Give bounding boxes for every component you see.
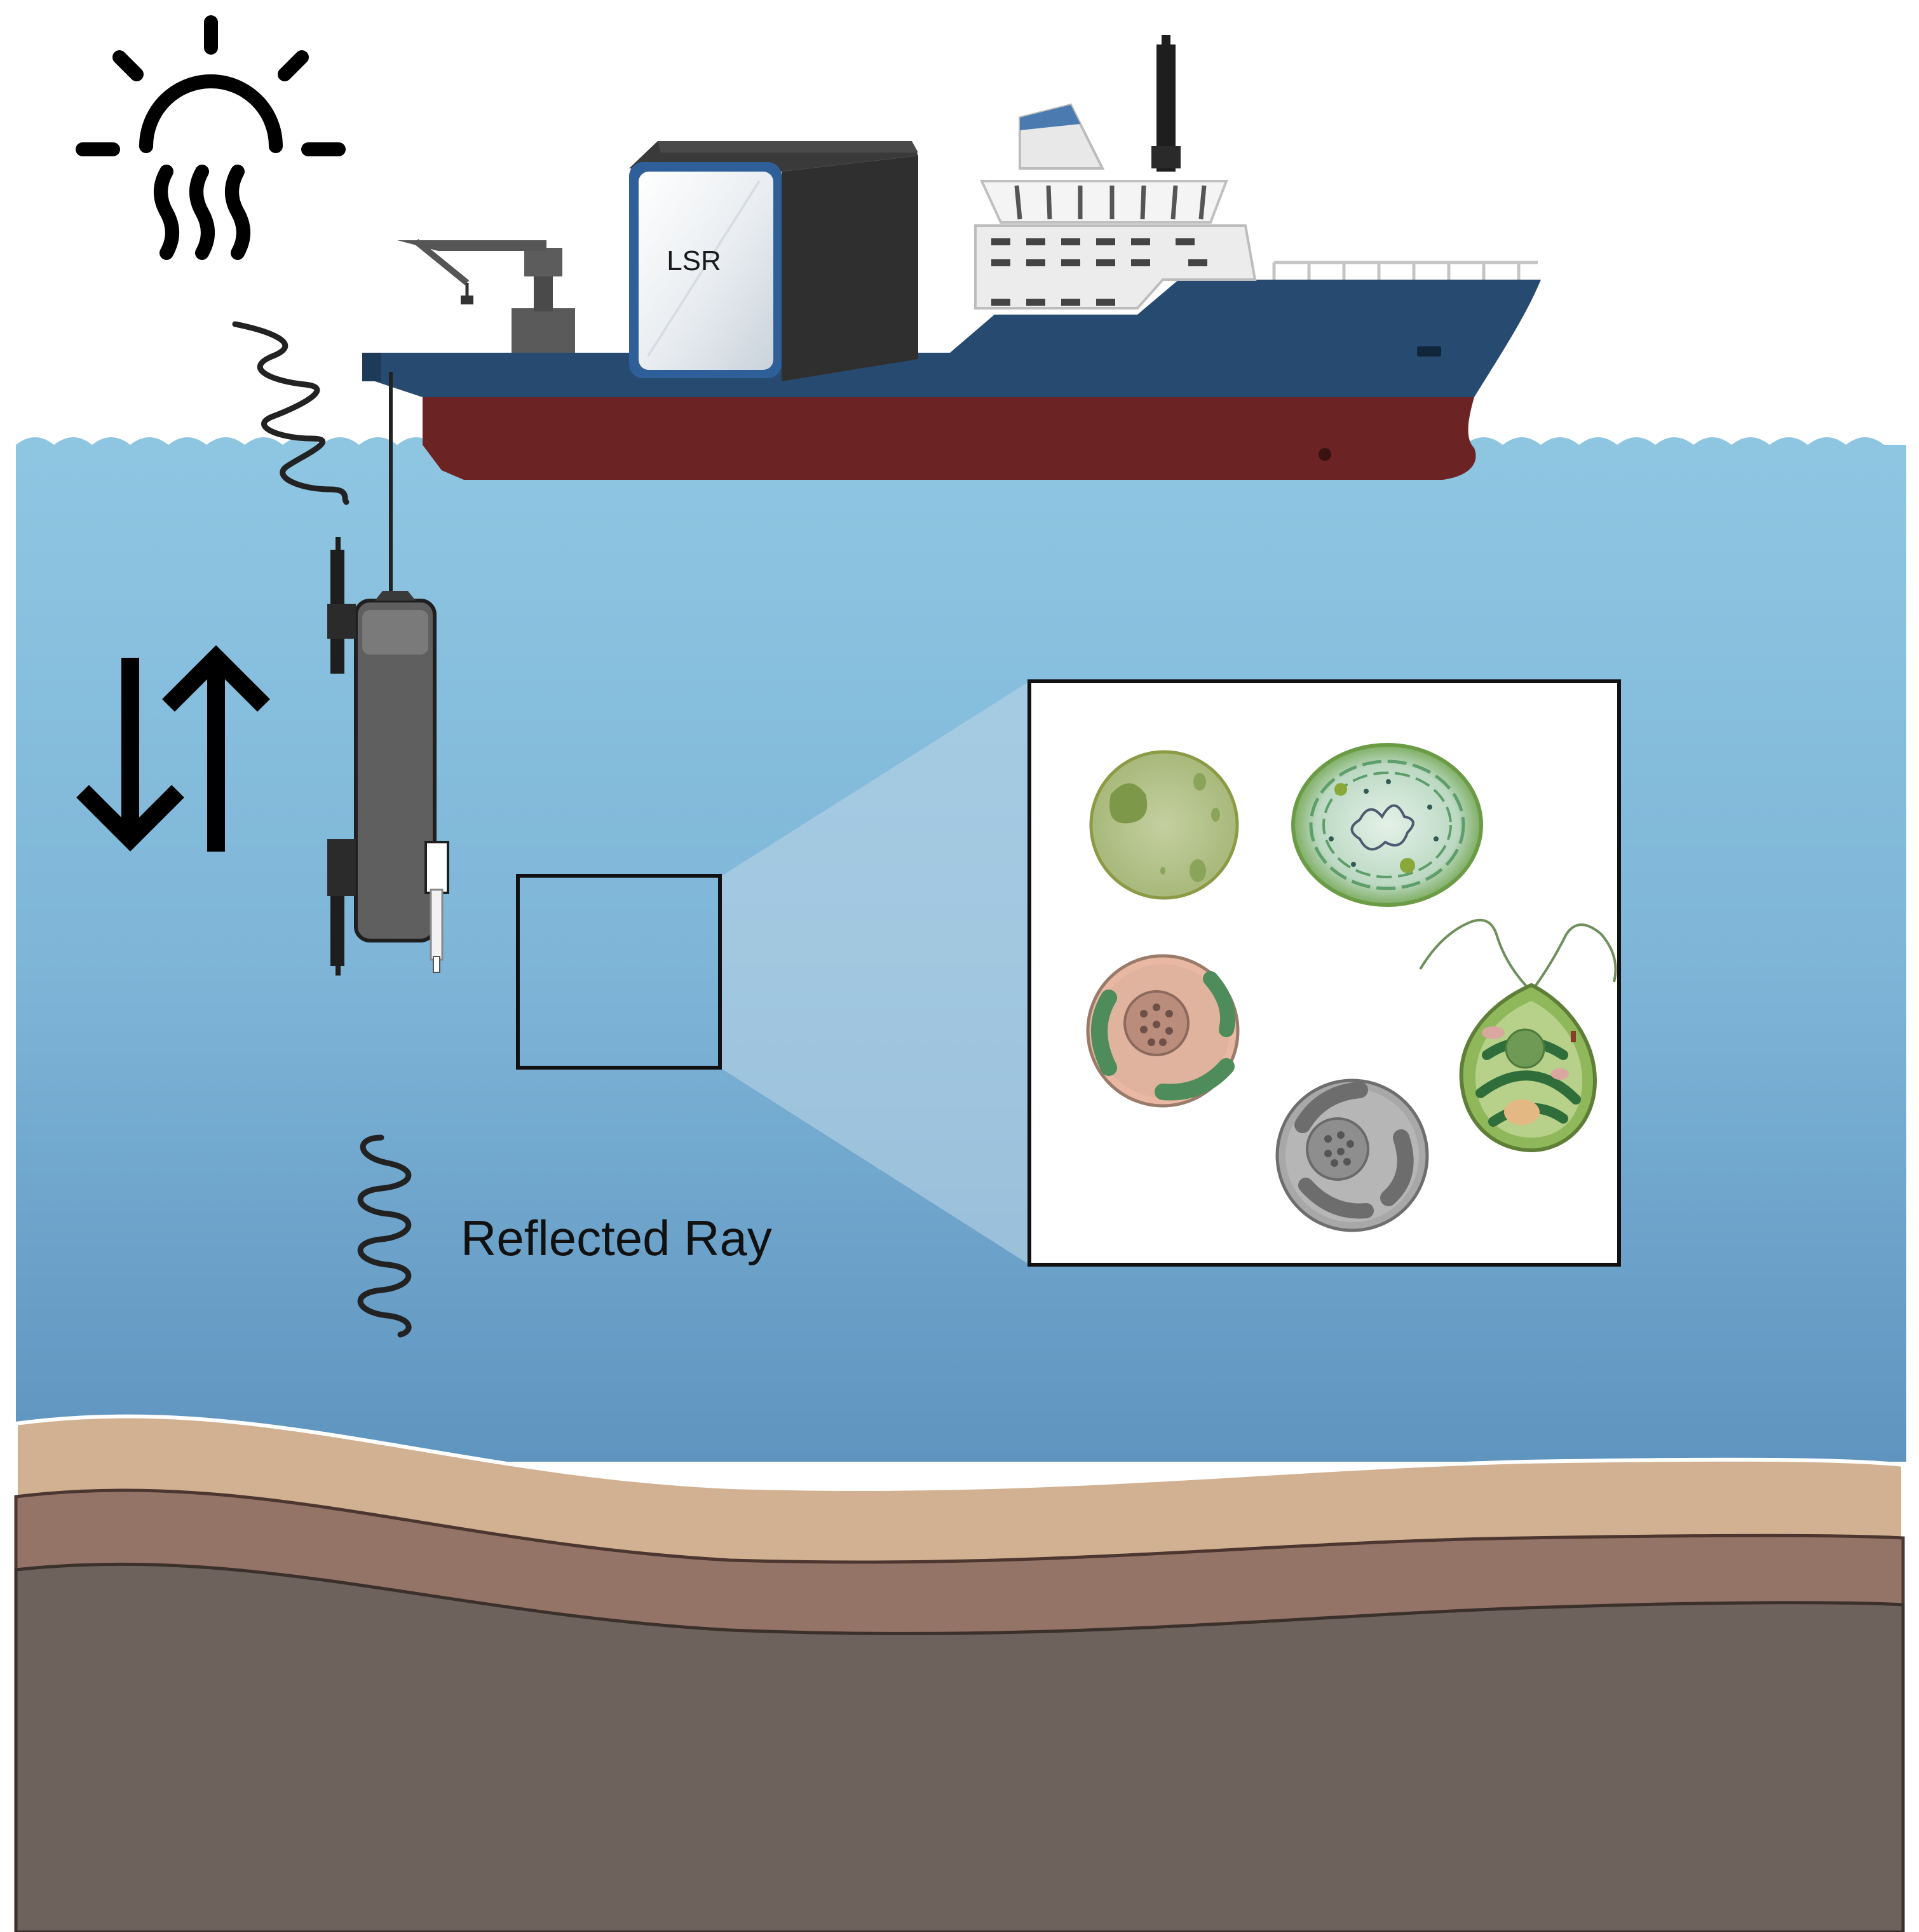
lsr-label: LSR [667,245,721,276]
zoom-projection [720,681,1029,1265]
ctd-profiler [327,537,449,976]
reflected-wave-icon [357,1134,412,1338]
research-ship: LSR [362,35,1541,480]
cyanobacteria-cell [1291,743,1483,907]
sediment-layer-rock [14,1562,1905,1932]
lsr-instrument-box: LSR [629,141,918,381]
light-wave-icon [232,321,349,505]
green-round-cell [1089,750,1239,900]
ship-bridge [974,224,1257,310]
up-down-arrows-icon [76,645,270,852]
flagellate-green-alga-cell [1419,918,1617,1153]
pink-algal-cell [1086,954,1240,1108]
ship-crane [397,239,575,353]
seafloor-sediment [14,1414,1905,1932]
grey-algal-cell [1275,1078,1429,1232]
ship-hull-lower [423,397,1476,480]
reflected-ray-label: Reflected Ray [461,1210,772,1266]
phytoplankton-zoom-panel [1027,679,1621,1267]
sample-volume-square [516,874,722,1070]
ship-porthole [1417,346,1441,357]
sun-icon [76,15,346,260]
